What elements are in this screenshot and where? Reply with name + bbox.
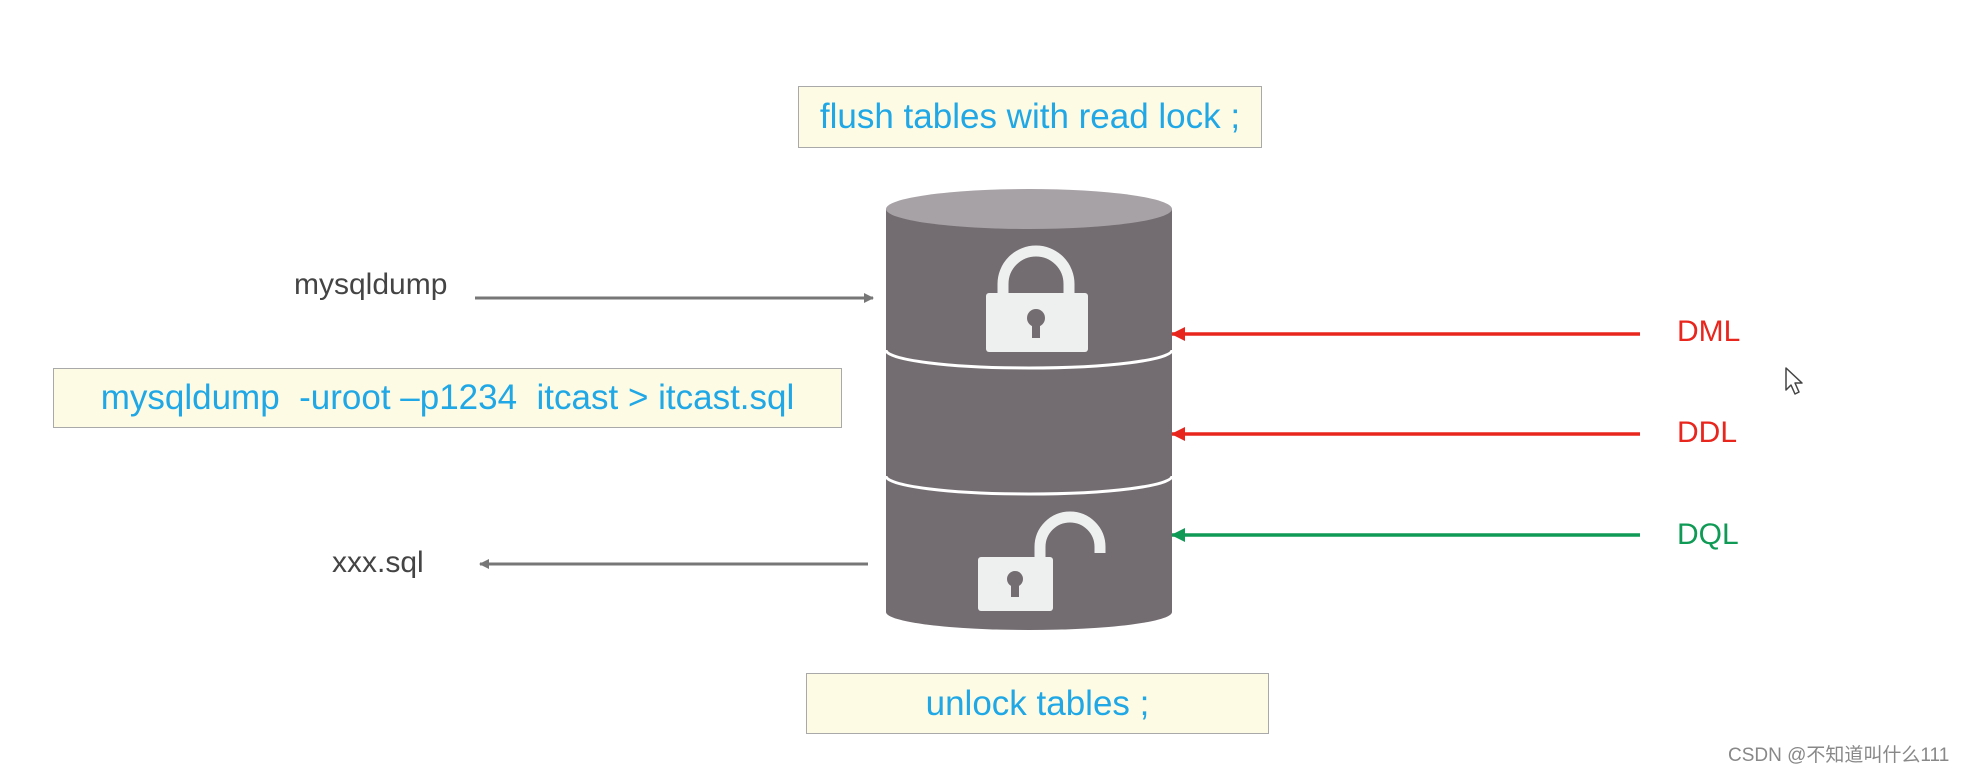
mouse-cursor-icon: [1785, 367, 1803, 395]
ddl-label: DDL: [1677, 416, 1738, 449]
unlock-tables-command-box: unlock tables ;: [806, 673, 1269, 734]
database-cylinder-icon: [884, 189, 1174, 630]
mysqldump-command-box: mysqldump -uroot –p1234 itcast > itcast.…: [53, 368, 842, 428]
unlock-tables-command-text: unlock tables ;: [925, 683, 1150, 723]
dql-label: DQL: [1677, 518, 1739, 551]
unlocked-padlock-icon: [978, 511, 1106, 611]
output-file-label: xxx.sql: [332, 546, 424, 579]
watermark: CSDN @不知道叫什么111: [1728, 745, 1950, 766]
flush-tables-command-text: flush tables with read lock ;: [819, 97, 1241, 136]
dml-label: DML: [1677, 315, 1741, 348]
mysqldump-command-text: mysqldump -uroot –p1234 itcast > itcast.…: [100, 378, 795, 417]
locked-padlock-icon: [986, 245, 1088, 352]
flush-tables-command-box: flush tables with read lock ;: [798, 86, 1262, 148]
mysqldump-label: mysqldump: [294, 268, 448, 301]
